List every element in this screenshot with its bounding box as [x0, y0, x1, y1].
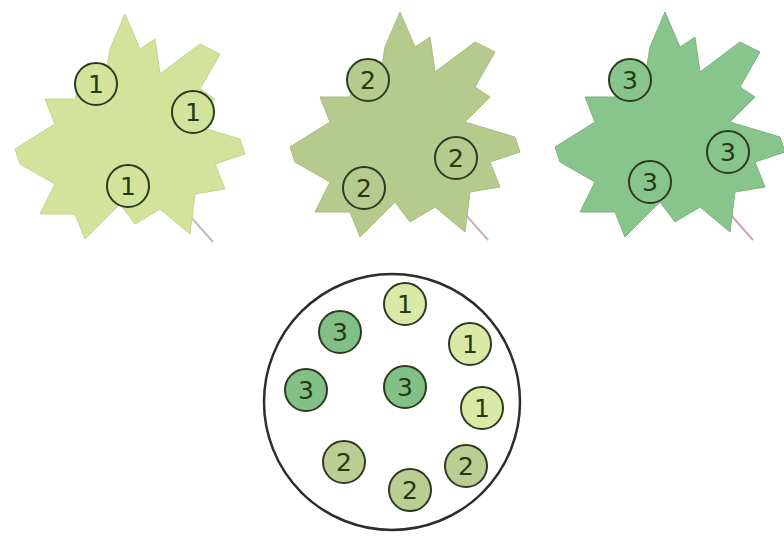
circle-number: 2 [448, 146, 464, 171]
number-circle: 2 [342, 166, 386, 210]
circle-number: 3 [298, 378, 314, 403]
circle-number: 3 [642, 170, 658, 195]
number-circle: 1 [383, 282, 427, 326]
leaf [15, 14, 245, 242]
number-circle: 2 [322, 440, 366, 484]
leaf [290, 12, 520, 240]
circle-number: 2 [458, 454, 474, 479]
circle-number: 3 [332, 320, 348, 345]
number-circle: 1 [171, 90, 215, 134]
number-circle: 1 [460, 386, 504, 430]
number-circle: 2 [388, 468, 432, 512]
leaf [555, 12, 784, 240]
number-circle: 2 [346, 58, 390, 102]
number-circle: 3 [706, 130, 750, 174]
number-circle: 3 [628, 160, 672, 204]
circle-number: 1 [462, 332, 478, 357]
number-circle: 1 [74, 62, 118, 106]
number-circle: 3 [608, 58, 652, 102]
circle-number: 3 [397, 375, 413, 400]
circle-number: 1 [88, 72, 104, 97]
number-circle: 2 [444, 444, 488, 488]
circle-number: 1 [120, 174, 136, 199]
mixing-dish [264, 274, 520, 530]
number-circle: 3 [284, 368, 328, 412]
circle-number: 2 [402, 478, 418, 503]
circle-number: 1 [474, 396, 490, 421]
number-circle: 2 [434, 136, 478, 180]
circle-number: 3 [720, 140, 736, 165]
circle-number: 2 [360, 68, 376, 93]
number-circle: 1 [448, 322, 492, 366]
circle-number: 3 [622, 68, 638, 93]
circle-number: 2 [356, 176, 372, 201]
number-circle: 3 [318, 310, 362, 354]
number-circle: 1 [106, 164, 150, 208]
number-circle: 3 [383, 365, 427, 409]
circle-number: 2 [336, 450, 352, 475]
circle-number: 1 [185, 100, 201, 125]
circle-number: 1 [397, 292, 413, 317]
